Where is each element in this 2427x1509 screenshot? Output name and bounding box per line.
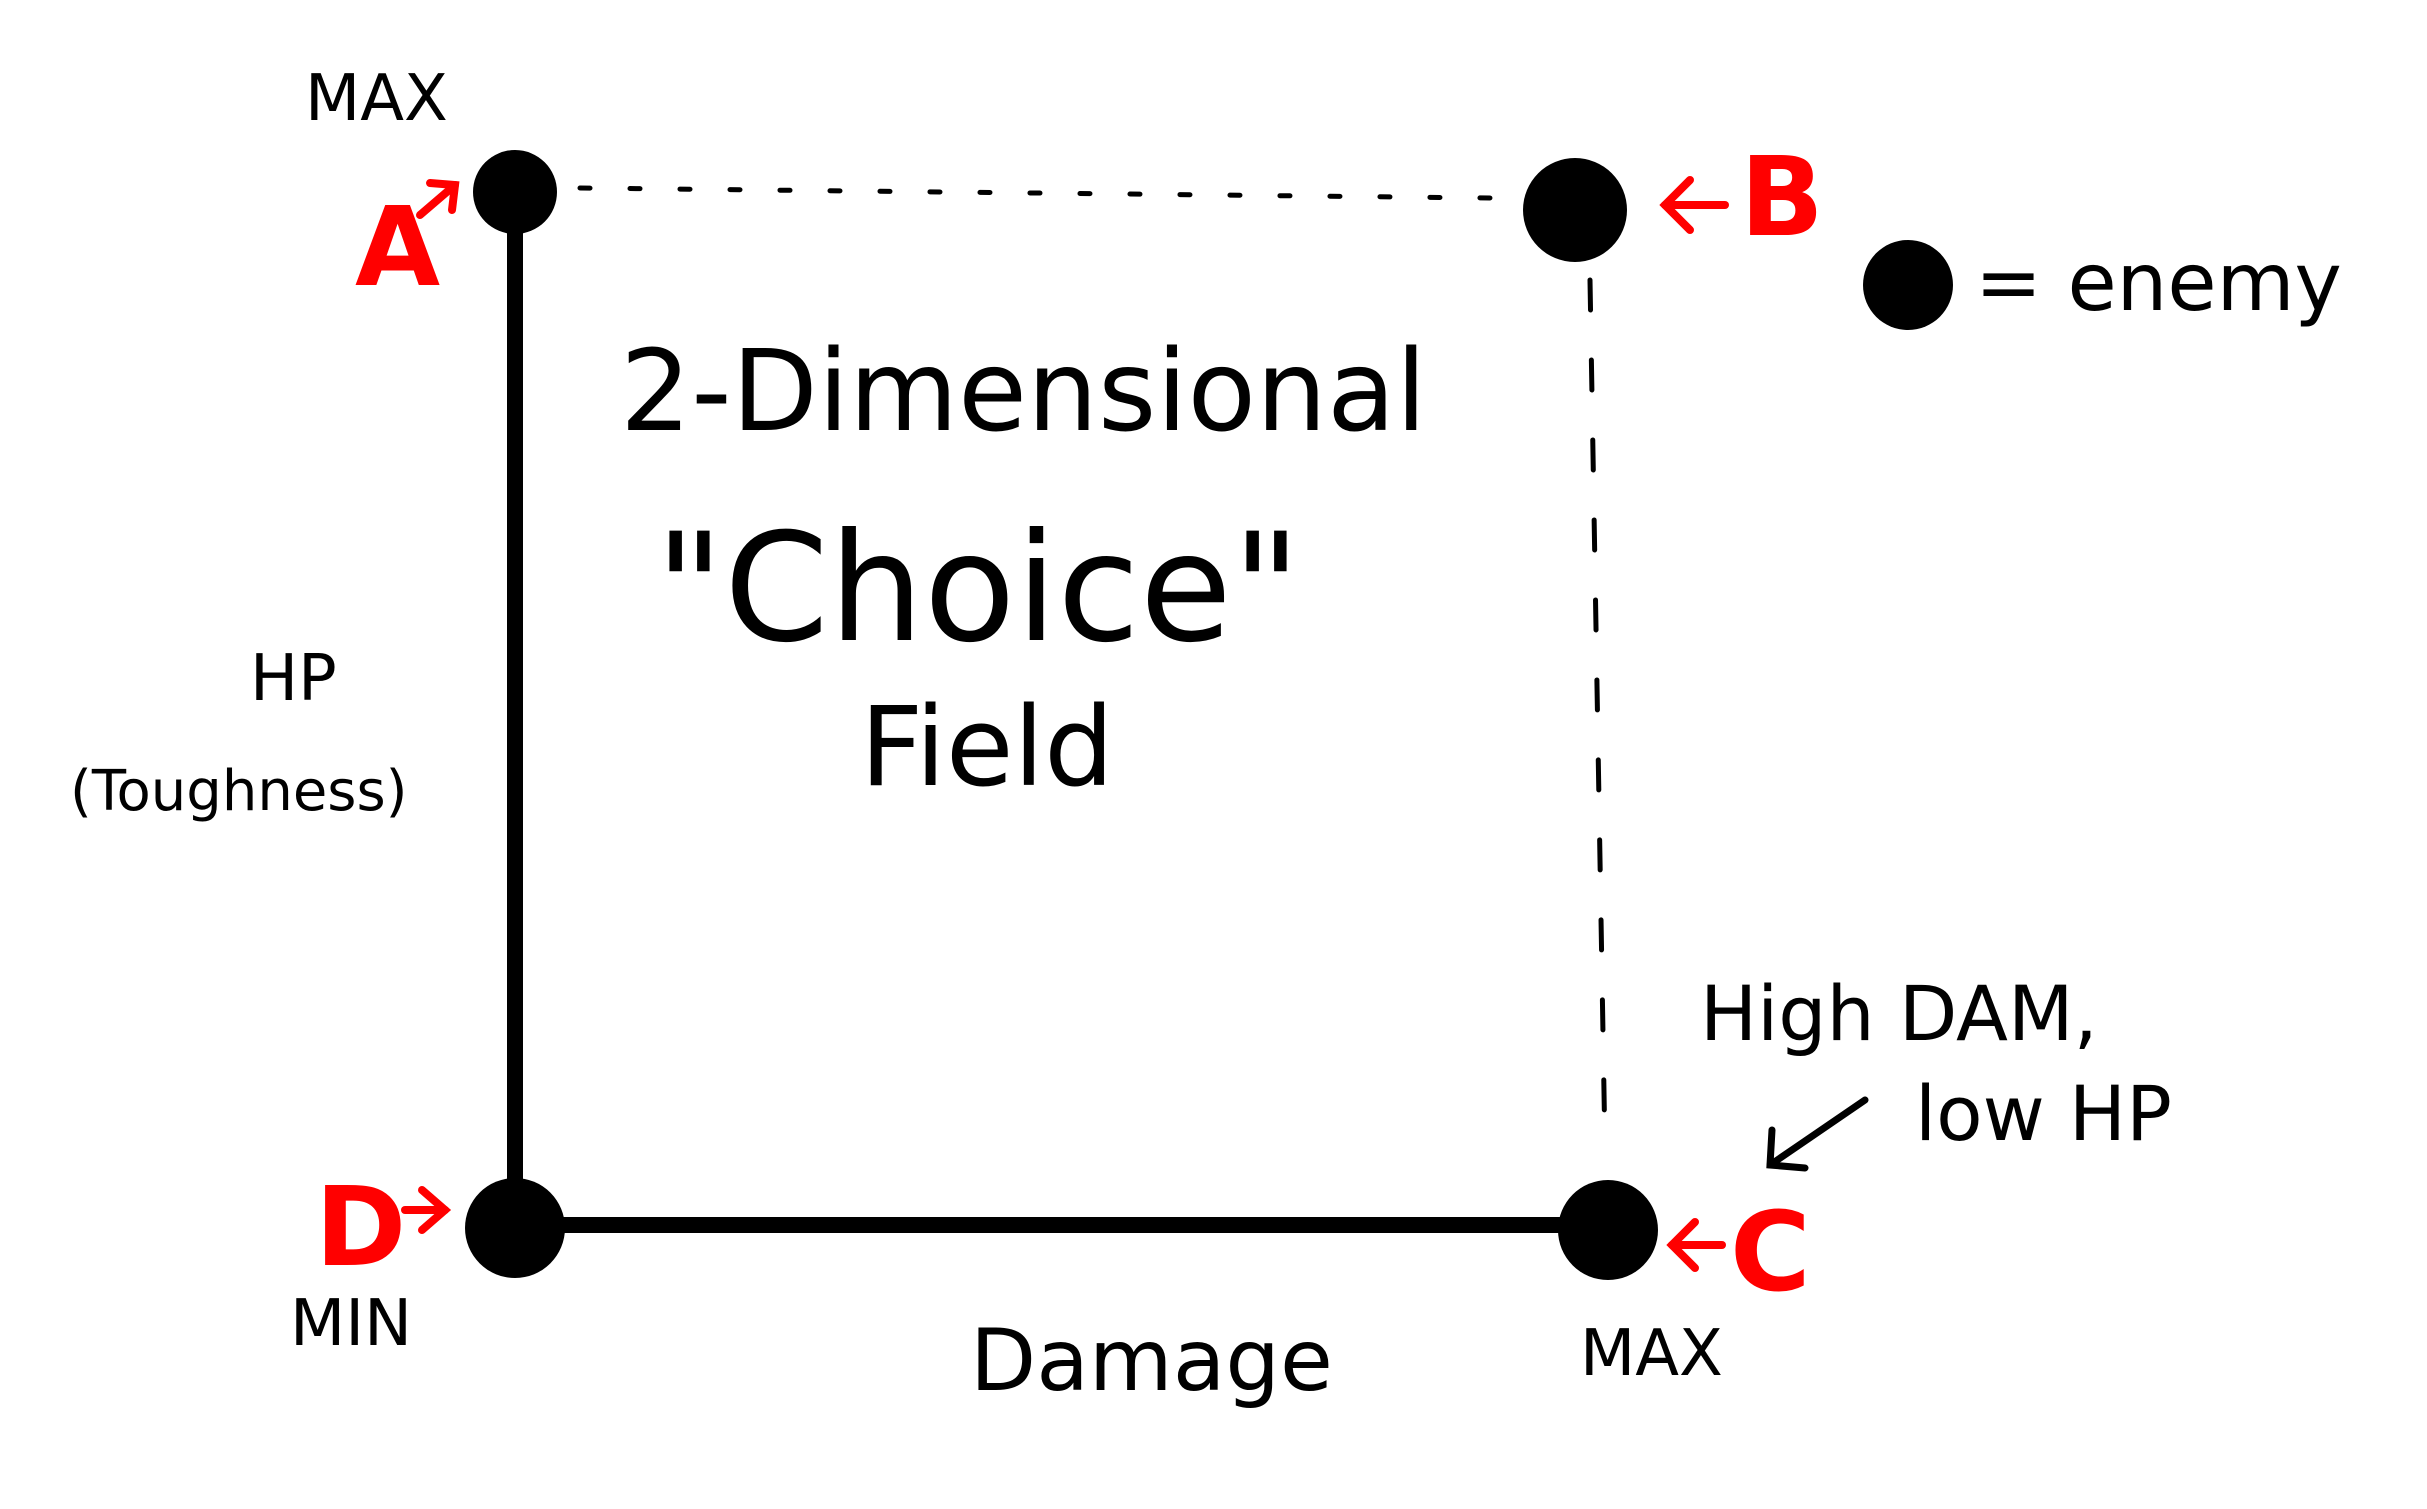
point-b-marker [1523, 158, 1627, 262]
y-max-label: MAX [305, 62, 448, 136]
x-max-label: MAX [1580, 1317, 1723, 1391]
diagram-title-line3: Field [860, 683, 1114, 811]
legend-enemy-marker [1863, 240, 1953, 330]
point-a-marker [473, 150, 557, 234]
x-min-label: MIN [290, 1287, 412, 1361]
point-a-label: A [355, 183, 440, 311]
y-axis-title: HP [250, 642, 337, 716]
point-b-label: B [1740, 133, 1824, 261]
x-axis-title: Damage [970, 1311, 1333, 1411]
point-a-arrow [416, 181, 459, 219]
annotation-line2: low HP [1915, 1069, 2172, 1158]
point-b-arrowhead [1659, 176, 1694, 234]
point-a-arrowhead [426, 179, 460, 214]
annotation-line1: High DAM, [1700, 969, 2098, 1058]
point-d-label: D [315, 1163, 406, 1291]
top-dotted-boundary [577, 185, 1493, 201]
point-c-arrowhead [1666, 1218, 1699, 1272]
right-dotted-boundary [1587, 277, 1608, 1153]
diagram-title-line1: 2-Dimensional [620, 327, 1427, 457]
y-axis-subtitle: (Toughness) [70, 759, 407, 824]
point-c-marker [1558, 1180, 1658, 1280]
point-d-marker [465, 1178, 565, 1278]
annotation-arrow [1766, 1096, 1869, 1169]
legend-enemy-text: = enemy [1975, 236, 2342, 329]
point-d-arrowhead [418, 1186, 452, 1234]
annotation-arrowhead [1766, 1126, 1809, 1172]
diagram-title-line2: "Choice" [655, 502, 1301, 676]
point-c-label: C [1730, 1188, 1811, 1316]
